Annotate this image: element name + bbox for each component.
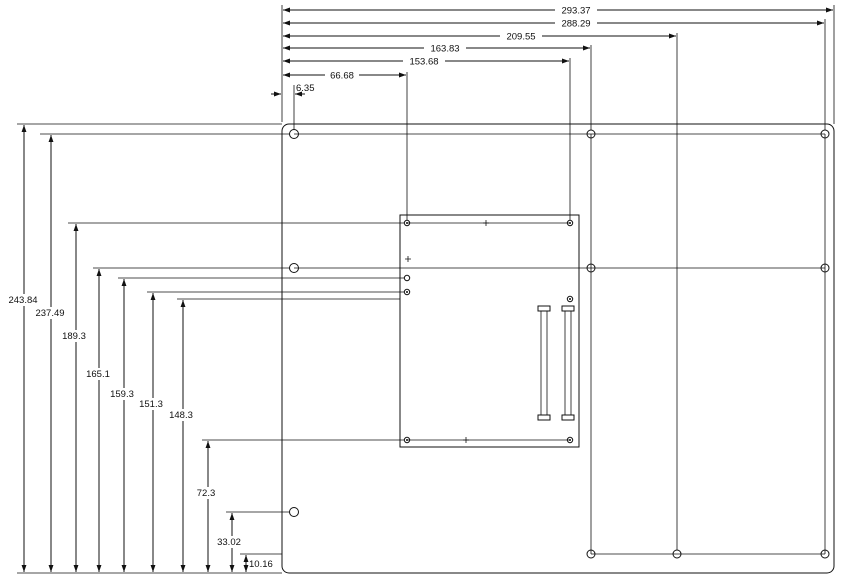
standoff bbox=[406, 439, 408, 441]
dim-label-10-16: 10.16 bbox=[249, 559, 273, 570]
board-crosses bbox=[405, 220, 489, 443]
dim-label-288-29: 288.29 bbox=[561, 19, 590, 30]
dim-label-237-49: 237.49 bbox=[35, 308, 64, 319]
standoff bbox=[403, 288, 411, 296]
standoff bbox=[406, 222, 408, 224]
horizontal-dimensions: 293.37 288.29 209.55 163.83 153.68 66.68… bbox=[271, 4, 833, 97]
dim-label-189-3: 189.3 bbox=[62, 331, 86, 342]
dim-label-153-68: 153.68 bbox=[409, 57, 438, 68]
board-standoffs bbox=[403, 219, 574, 444]
vertical-dimensions: 243.84 237.49 189.3 165.1 159.3 151.3 14… bbox=[4, 125, 273, 572]
standoff bbox=[566, 436, 574, 444]
dim-label-148-3: 148.3 bbox=[169, 410, 193, 421]
standoff bbox=[403, 219, 411, 227]
panel-outline bbox=[281, 123, 835, 574]
standoff bbox=[569, 222, 571, 224]
dim-label-159-3: 159.3 bbox=[110, 389, 134, 400]
cross-mark bbox=[483, 220, 489, 226]
dim-label-165-1: 165.1 bbox=[86, 369, 110, 380]
standoff bbox=[566, 295, 574, 303]
dim-label-33-02: 33.02 bbox=[217, 537, 241, 548]
standoff bbox=[569, 439, 571, 441]
dim-label-151-3: 151.3 bbox=[139, 399, 163, 410]
inner-board bbox=[399, 214, 580, 448]
dim-label-66-68: 66.68 bbox=[330, 71, 354, 82]
cross-mark bbox=[463, 437, 469, 443]
mounting-hole bbox=[289, 507, 299, 517]
dim-label-72-3: 72.3 bbox=[197, 488, 216, 499]
standoff bbox=[406, 291, 408, 293]
mounting-hole bbox=[586, 263, 596, 273]
mounting-hole bbox=[820, 549, 830, 559]
mounting-hole bbox=[586, 549, 596, 559]
dim-label-163-83: 163.83 bbox=[430, 44, 459, 55]
dim-label-293-37: 293.37 bbox=[561, 6, 590, 17]
dim-label-209-55: 209.55 bbox=[506, 32, 535, 43]
dim-label-243-84: 243.84 bbox=[8, 295, 37, 306]
standoff bbox=[569, 298, 571, 300]
standoff bbox=[403, 436, 411, 444]
dim-label-6-35: 6.35 bbox=[296, 83, 315, 94]
standoff bbox=[403, 274, 411, 282]
mounting-holes bbox=[289, 129, 830, 559]
mounting-hole bbox=[820, 263, 830, 273]
connector-slot-left bbox=[537, 305, 551, 421]
cross-mark bbox=[405, 256, 411, 262]
connector-slot-right bbox=[561, 305, 575, 421]
standoff bbox=[566, 219, 574, 227]
